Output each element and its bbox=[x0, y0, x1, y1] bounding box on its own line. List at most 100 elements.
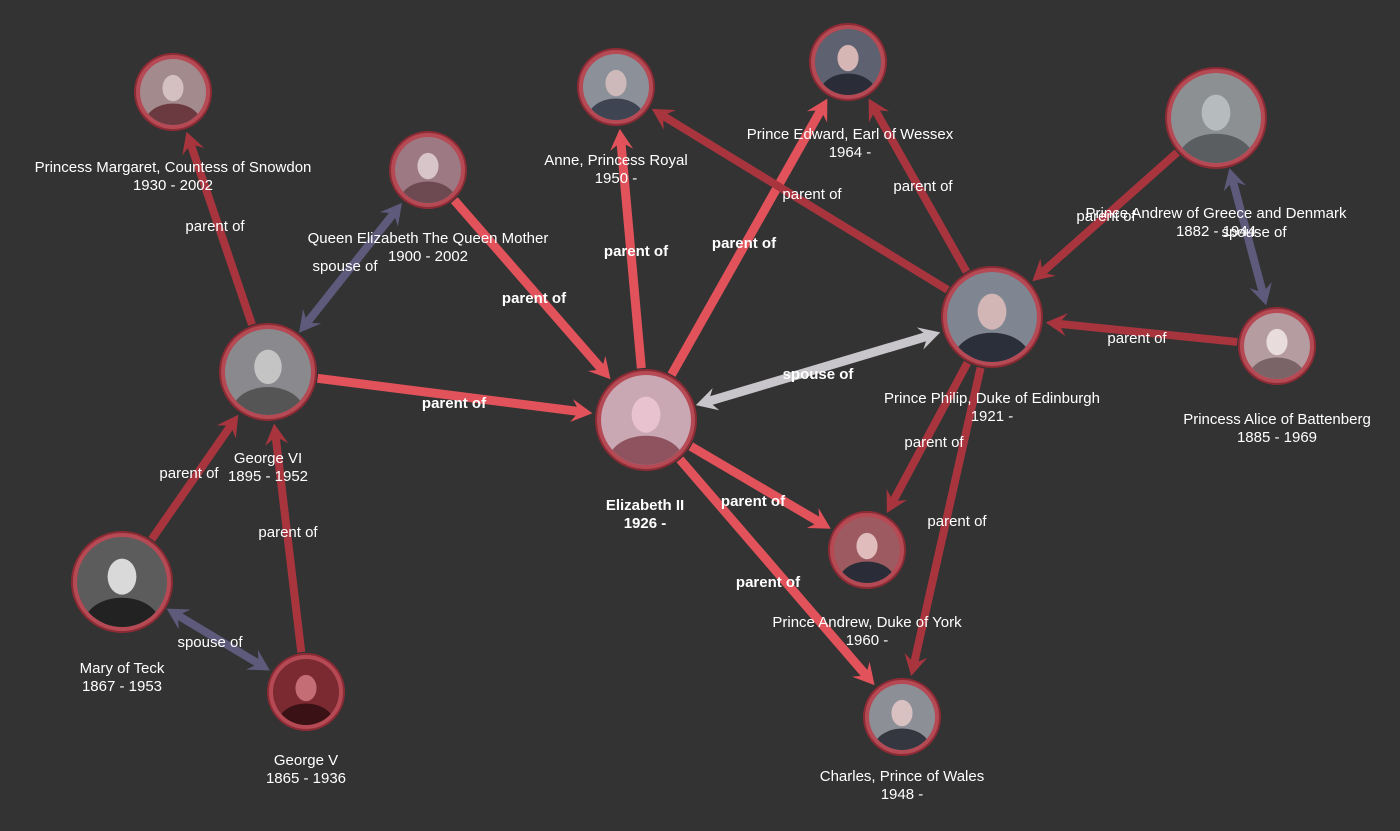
person-photo bbox=[815, 29, 881, 95]
node-years: 1885 - 1969 bbox=[1237, 429, 1317, 446]
edge-arrowhead bbox=[916, 327, 941, 350]
edge-philip-anne[interactable] bbox=[651, 108, 950, 294]
node-queenmother[interactable] bbox=[389, 131, 467, 221]
edge-elizabeth-anne[interactable] bbox=[610, 128, 646, 369]
node-name: Prince Andrew, Duke of York bbox=[772, 614, 962, 631]
edge-arrowhead bbox=[570, 399, 593, 423]
person-photo bbox=[1171, 73, 1261, 163]
edge-alice-philip[interactable] bbox=[1045, 313, 1238, 346]
person-photo bbox=[601, 375, 691, 465]
edge-line bbox=[174, 611, 262, 668]
edge-arrowhead bbox=[852, 661, 875, 686]
edge-label: parent of bbox=[1076, 208, 1136, 225]
node-years: 1867 - 1953 bbox=[82, 678, 162, 695]
edge-george6-queenmother[interactable] bbox=[299, 202, 402, 333]
edge-label: parent of bbox=[502, 290, 567, 307]
edge-arrowhead bbox=[587, 355, 611, 380]
node-george5[interactable] bbox=[267, 653, 345, 743]
edge-arrowhead bbox=[695, 388, 720, 411]
node-name: Prince Andrew of Greece and Denmark bbox=[1086, 205, 1347, 222]
edge-elizabeth-philip[interactable] bbox=[695, 327, 941, 411]
edge-elizabeth-edward[interactable] bbox=[667, 98, 828, 377]
edge-george5-george6[interactable] bbox=[265, 423, 306, 653]
person-photo bbox=[77, 537, 167, 627]
edge-line bbox=[688, 442, 823, 527]
edge-philip-edward[interactable] bbox=[868, 98, 970, 274]
edge-line bbox=[271, 435, 306, 653]
edge-label: spouse of bbox=[312, 258, 378, 275]
node-andrew[interactable] bbox=[828, 511, 906, 601]
edge-line bbox=[1057, 319, 1238, 346]
edge-line bbox=[317, 373, 582, 417]
edge-line bbox=[303, 209, 398, 326]
edge-label: parent of bbox=[159, 465, 219, 482]
edge-philip-andrew[interactable] bbox=[886, 360, 971, 513]
edge-arrowhead bbox=[216, 414, 239, 439]
node-years: 1930 - 2002 bbox=[133, 177, 213, 194]
edge-elizabeth-andrew[interactable] bbox=[688, 442, 831, 529]
edge-philip-charles[interactable] bbox=[904, 366, 985, 677]
person-photo bbox=[583, 54, 649, 120]
node-name: Elizabeth II bbox=[606, 497, 684, 514]
edge-andrewgreece-alice[interactable] bbox=[1223, 168, 1272, 306]
edge-mary-george5[interactable] bbox=[166, 608, 270, 671]
node-name: Prince Edward, Earl of Wessex bbox=[747, 126, 954, 143]
edge-label: parent of bbox=[604, 243, 669, 260]
edge-line bbox=[909, 366, 985, 666]
edge-line bbox=[450, 197, 607, 374]
edge-arrowhead bbox=[265, 423, 289, 446]
edge-george6-elizabeth[interactable] bbox=[317, 373, 593, 423]
edge-label: spouse of bbox=[1221, 224, 1287, 241]
node-label-margaret: Princess Margaret, Countess of Snowdon19… bbox=[35, 159, 312, 194]
node-name: Princess Margaret, Countess of Snowdon bbox=[35, 159, 312, 176]
edge-mary-george6[interactable] bbox=[148, 414, 239, 542]
edges-layer bbox=[148, 98, 1272, 686]
edge-label: parent of bbox=[258, 524, 318, 541]
edge-george6-margaret[interactable] bbox=[182, 131, 256, 326]
node-edward[interactable] bbox=[809, 23, 887, 113]
edge-arrowhead bbox=[651, 108, 676, 130]
edge-andrewgreece-philip[interactable] bbox=[1032, 149, 1180, 282]
node-george6[interactable] bbox=[219, 323, 317, 439]
node-years: 1926 - bbox=[624, 515, 667, 532]
node-mary[interactable] bbox=[71, 531, 173, 652]
node-name: Queen Elizabeth The Queen Mother bbox=[308, 230, 549, 247]
node-charles[interactable] bbox=[863, 678, 941, 768]
person-photo bbox=[1244, 313, 1310, 379]
edge-line bbox=[667, 106, 826, 377]
edge-arrowhead bbox=[806, 508, 831, 529]
node-andrewgreece[interactable] bbox=[1165, 67, 1267, 188]
edge-elizabeth-charles[interactable] bbox=[676, 456, 875, 686]
person-photo bbox=[395, 137, 461, 203]
edge-arrowhead bbox=[904, 652, 928, 677]
node-philip[interactable] bbox=[941, 266, 1043, 387]
edge-arrowhead bbox=[1045, 313, 1068, 337]
edge-label: parent of bbox=[721, 493, 786, 510]
edge-arrowhead bbox=[610, 128, 634, 151]
person-photo bbox=[225, 329, 311, 415]
node-years: 1882 - 1944 bbox=[1176, 223, 1256, 240]
edge-label: parent of bbox=[904, 434, 964, 451]
node-alice[interactable] bbox=[1238, 307, 1316, 397]
edge-arrowhead bbox=[182, 131, 205, 156]
node-label-andrewgreece: Prince Andrew of Greece and Denmark1882 … bbox=[1086, 205, 1347, 240]
edge-label: parent of bbox=[185, 218, 245, 235]
edge-arrowhead bbox=[1223, 168, 1247, 192]
edge-arrowhead bbox=[1032, 258, 1056, 282]
edge-label: parent of bbox=[712, 235, 777, 252]
edge-label: spouse of bbox=[177, 634, 243, 651]
edge-queenmother-elizabeth[interactable] bbox=[450, 197, 611, 380]
node-elizabeth[interactable] bbox=[595, 369, 697, 490]
node-anne[interactable] bbox=[577, 48, 655, 138]
node-margaret[interactable] bbox=[134, 53, 212, 143]
edge-arrowhead bbox=[379, 202, 402, 227]
edge-label: parent of bbox=[1107, 330, 1167, 347]
